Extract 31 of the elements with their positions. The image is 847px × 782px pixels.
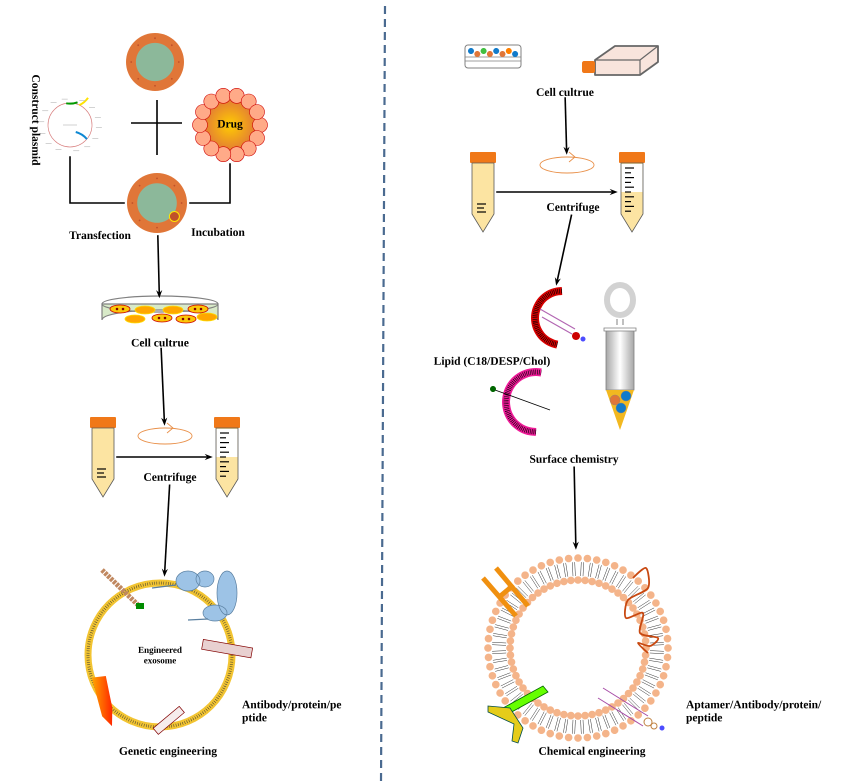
component-label: Aptamer/Antibody/protein/ peptide <box>686 700 822 724</box>
lipid-drawing <box>531 287 586 348</box>
rotation-icon <box>138 422 192 444</box>
edge-label: Transfection <box>68 230 132 240</box>
tube-drawing <box>470 152 496 233</box>
component-label: Antibody/protein/pe ptide <box>242 700 342 724</box>
spin-column-drawing <box>604 282 636 430</box>
step-label: Chemical engineering <box>539 746 646 758</box>
tube-drawing <box>214 417 240 498</box>
step-label: Centrifuge <box>547 202 600 214</box>
lipid-label: Lipid (C18/DESP/Chol) <box>434 356 550 368</box>
node-label: Drug <box>217 120 243 130</box>
cell-culture-step: Cell cultrue <box>101 295 219 347</box>
step-label: Centrifuge <box>144 472 196 484</box>
tube-drawing <box>619 152 645 233</box>
drug-particle: Drug <box>192 88 268 162</box>
step-label: Surface chemistry <box>530 454 618 466</box>
step-label: Genetic engineering <box>120 746 217 758</box>
cell-drawing <box>126 33 184 91</box>
connector-line <box>69 156 125 204</box>
node-label: Cell cultrue <box>132 338 189 347</box>
flask-drawing <box>582 45 659 76</box>
petri-dish-drawing <box>464 44 522 68</box>
lipid-drawing <box>490 368 550 436</box>
side-label: Construct plasmid <box>30 75 40 166</box>
tube-drawing <box>90 417 116 498</box>
connector-line <box>189 163 231 204</box>
rotation-icon <box>540 152 594 174</box>
step-label: Cell cultrue <box>536 88 594 96</box>
edge-label: Incubation <box>190 226 246 238</box>
exosome-drawing <box>480 554 672 744</box>
